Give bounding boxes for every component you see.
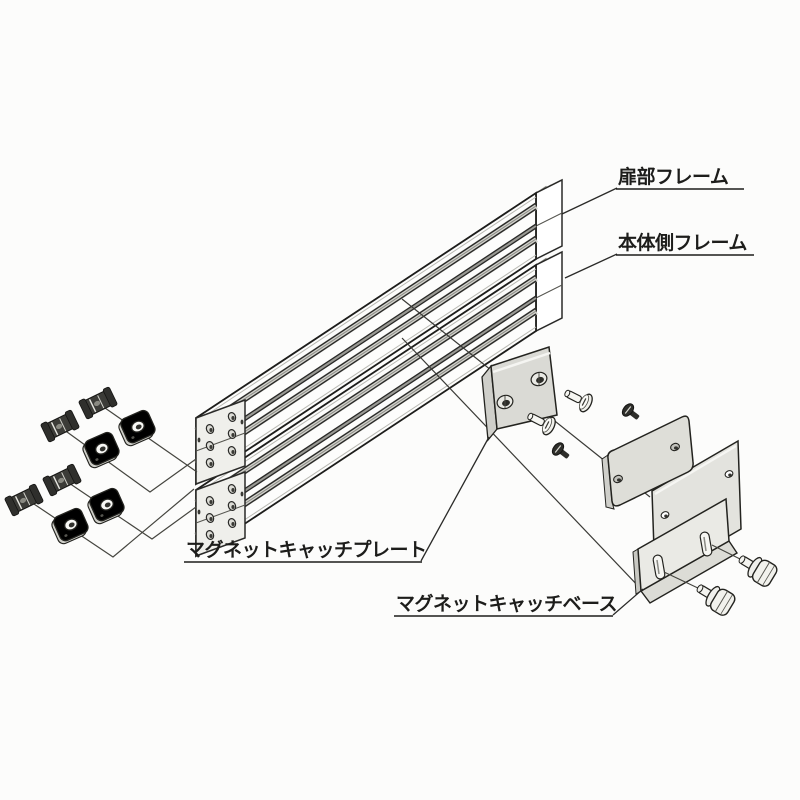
spring-nut: [78, 386, 118, 420]
callouts: 扉部フレーム 本体側フレーム マグネットキャッチプレート マグネットキャッチベー…: [184, 165, 754, 617]
slide-nut: [51, 507, 89, 545]
leader-magnet-catch-plate: [420, 436, 490, 562]
spring-nut: [40, 409, 80, 443]
magnet-catch-plate: [481, 346, 558, 442]
alignment-line-lower: [401, 337, 642, 590]
hex-bolt: [738, 555, 778, 587]
bracket-slot: [652, 554, 666, 580]
slide-nut: [118, 409, 156, 447]
label-magnet-catch-plate: マグネットキャッチプレート: [186, 538, 427, 561]
spring-nut: [4, 483, 44, 517]
label-door-frame: 扉部フレーム: [618, 165, 729, 188]
door-frame: [194, 178, 563, 486]
dark-flat-screw: [621, 403, 640, 420]
bolt-axis-line: [663, 571, 701, 590]
spring-nut: [42, 463, 82, 497]
flat-screw: [527, 412, 556, 436]
magnet-catch-body: [607, 415, 694, 507]
leader-door-frame: [561, 187, 618, 215]
bracket-slot: [699, 531, 713, 557]
hex-bolt: [696, 584, 736, 616]
bolt-axis-line: [711, 544, 743, 561]
label-body-side-frame: 本体側フレーム: [618, 231, 747, 254]
label-magnet-catch-base: マグネットキャッチベース: [396, 592, 617, 615]
leader-body-side-frame: [564, 253, 618, 279]
magnet-catch-base-assembly: [601, 415, 778, 616]
slide-nut: [82, 431, 120, 469]
leader-magnet-catch-base: [612, 588, 644, 616]
dark-flat-screw: [551, 442, 570, 459]
flat-screw: [564, 389, 593, 413]
slide-nut: [87, 487, 125, 525]
plate-face: [490, 346, 558, 430]
